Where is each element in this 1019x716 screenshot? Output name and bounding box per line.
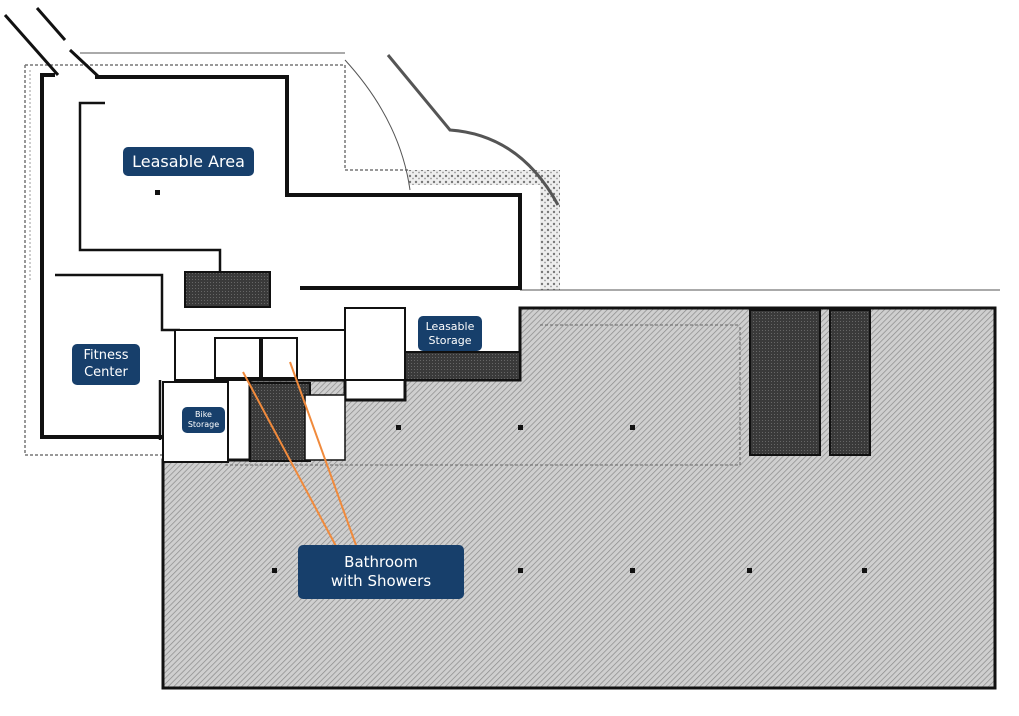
bike-storage-label: Bike Storage [182, 407, 225, 433]
dark-rooms-east [749, 309, 821, 456]
callout-line [289, 361, 358, 549]
storage-units [404, 351, 521, 381]
callout-line [242, 371, 338, 549]
exterior-wall [40, 73, 163, 439]
leasable-area-wall [95, 75, 522, 290]
leasable-area-label: Leasable Area [123, 147, 254, 176]
stair-core [184, 271, 271, 308]
bathroom-showers-label: Bathroom with Showers [298, 545, 464, 599]
leasable-storage-label: Leasable Storage [418, 316, 482, 351]
landscape-strip [408, 170, 560, 290]
columns [155, 190, 867, 573]
fitness-center-label: Fitness Center [72, 344, 140, 385]
